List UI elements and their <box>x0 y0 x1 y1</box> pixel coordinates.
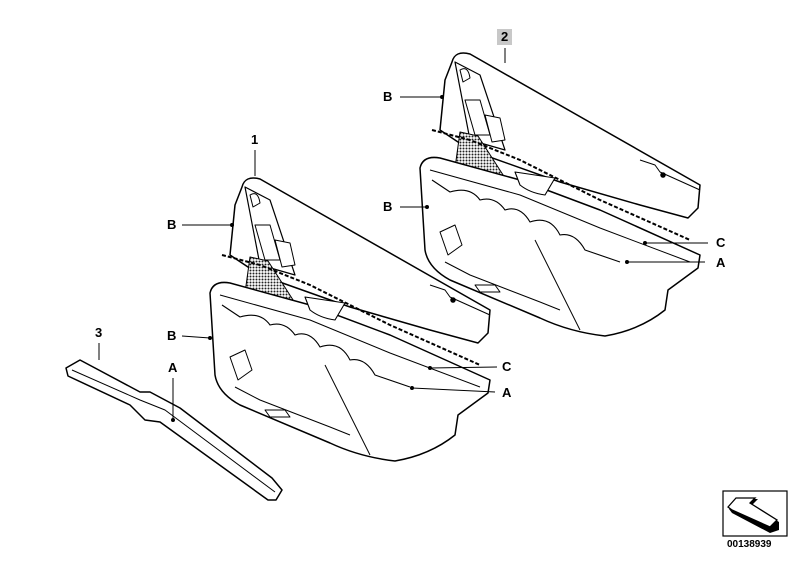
label-c: C <box>716 235 726 250</box>
part-number-2[interactable]: 2 <box>497 29 513 45</box>
label-b: B <box>167 217 177 232</box>
label-b: B <box>383 89 393 104</box>
part-number-1[interactable]: 1 <box>251 132 259 147</box>
label-b: B <box>383 199 393 214</box>
part-number-3[interactable]: 3 <box>95 325 103 340</box>
leader-lines <box>98 48 708 422</box>
label-c: C <box>502 359 512 374</box>
label-a: A <box>168 360 178 375</box>
label-b: B <box>167 328 177 343</box>
diagram-code: 00138939 <box>727 539 772 550</box>
trim-strip-3 <box>65 359 283 501</box>
label-a: A <box>502 385 512 400</box>
arrow-symbol-icon <box>722 490 788 537</box>
label-a: A <box>716 255 726 270</box>
